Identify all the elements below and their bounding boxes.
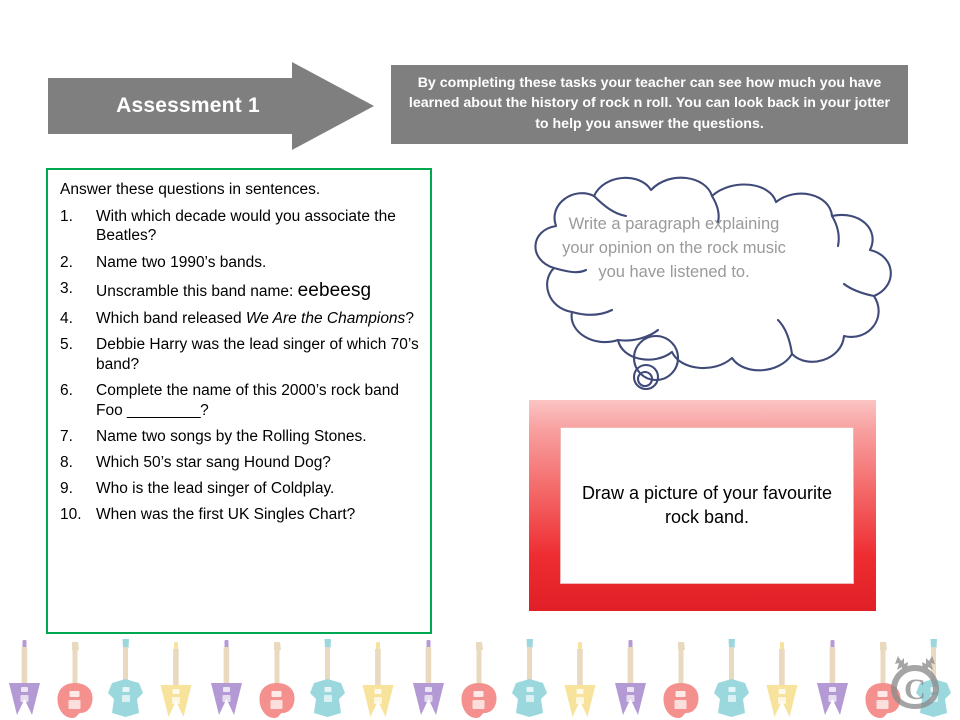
cloud-notch-1 [552, 266, 588, 274]
arrow-shape [48, 62, 374, 150]
question-number: 4. [60, 310, 73, 328]
question-number: 7. [60, 427, 73, 445]
question-item: 6. Complete the name of this 2000’s rock … [60, 381, 422, 420]
question-item: 7. Name two songs by the Rolling Stones. [60, 427, 422, 447]
thought-cloud [508, 172, 932, 392]
guitar-flying-v-icon [9, 640, 40, 715]
guitar-telecaster-icon [259, 642, 295, 718]
question-text: Unscramble this band name: eebeesg [96, 279, 372, 301]
guitar-explorer-icon [108, 639, 143, 717]
guitar-flying-v-icon [362, 642, 394, 717]
cloud-bubble-tiny [636, 370, 654, 388]
guitar-flying-v-icon [766, 642, 798, 717]
cloud-notch-3 [616, 328, 660, 342]
question-text: Debbie Harry was the lead singer of whic… [96, 336, 419, 373]
question-number: 8. [60, 453, 73, 471]
guitar-explorer-icon [512, 639, 547, 717]
question-number: 3. [60, 279, 73, 297]
question-text: Complete the name of this 2000’s rock ba… [96, 382, 399, 419]
guitar-border-strip [0, 636, 960, 720]
question-item: 9. Who is the lead singer of Coldplay. [60, 479, 422, 499]
question-item: 3. Unscramble this band name: eebeesg [60, 279, 422, 303]
question-number: 5. [60, 336, 73, 354]
cloud-notch-4 [592, 194, 628, 218]
draw-picture-canvas[interactable]: Draw a picture of your favourite rock ba… [560, 427, 854, 584]
guitar-flying-v-icon [615, 640, 646, 715]
question-text-suffix: ? [200, 401, 209, 419]
guitar-explorer-icon [310, 639, 345, 717]
question-text: When was the first UK Singles Chart? [96, 506, 355, 523]
cloud-notch-5 [710, 194, 720, 224]
question-text-main: Name two songs by the Rolling Stones. [96, 427, 367, 445]
cloud-bubble-small [632, 363, 660, 391]
cloud-notch-2 [570, 308, 614, 316]
guitar-telecaster-icon [57, 642, 93, 718]
question-text-main: With which decade would you associate th… [96, 207, 396, 245]
question-text-main: When was the first UK Singles Chart? [96, 505, 356, 523]
question-number: 1. [60, 207, 73, 225]
question-text: Name two songs by the Rolling Stones. [96, 428, 367, 445]
question-text-main: Who is the lead singer of Coldplay. [96, 479, 335, 497]
guitar-telecaster-icon [461, 642, 497, 718]
song-title: We Are the Champions [245, 310, 406, 328]
question-number: 6. [60, 381, 73, 399]
guitar-row [9, 639, 951, 718]
question-text-suffix: ? [405, 310, 414, 328]
question-item: 10. When was the first UK Singles Chart? [60, 505, 422, 525]
cloud-notch-7 [842, 282, 876, 298]
question-number: 9. [60, 479, 73, 497]
question-number: 10. [60, 505, 82, 523]
cloud-bubble-large [632, 334, 680, 382]
guitar-telecaster-icon [663, 642, 699, 718]
question-item: 2. Name two 1990’s bands. [60, 253, 422, 273]
copyright-moose-logo: C [884, 652, 946, 712]
instruction-box: By completing these tasks your teacher c… [391, 65, 908, 144]
draw-picture-text: Draw a picture of your favourite rock ba… [581, 482, 833, 527]
guitar-flying-v-icon [160, 642, 192, 717]
question-item: 1. With which decade would you associate … [60, 207, 422, 246]
question-text-main: Complete the name of this 2000’s rock ba… [96, 381, 400, 419]
question-text: Who is the lead singer of Coldplay. [96, 480, 334, 497]
question-item: 4. Which band released We Are the Champio… [60, 309, 422, 329]
cloud-notch-6 [830, 214, 840, 248]
question-text-main: Which band released [96, 310, 246, 328]
question-text: With which decade would you associate th… [96, 208, 396, 245]
guitar-flying-v-icon [211, 640, 242, 715]
question-item: 5. Debbie Harry was the lead singer of wh… [60, 335, 422, 374]
questions-list: 1. With which decade would you associate … [60, 207, 422, 525]
guitar-flying-v-icon [564, 642, 596, 717]
guitar-explorer-icon [714, 639, 749, 717]
question-text: Which band released We Are the Champions… [96, 310, 414, 327]
guitar-flying-v-icon [413, 640, 444, 715]
guitar-flying-v-icon [817, 640, 848, 715]
question-text-main: Debbie Harry was the lead singer of whic… [96, 336, 419, 373]
questions-panel: Answer these questions in sentences. 1. W… [46, 168, 432, 634]
questions-intro: Answer these questions in sentences. [60, 181, 321, 198]
instruction-text: By completing these tasks your teacher c… [408, 75, 891, 132]
question-number: 2. [60, 253, 73, 271]
cloud-notch-8 [776, 318, 794, 356]
fill-in-blank: _________ [127, 401, 201, 419]
question-text-main: Name two 1990’s bands. [96, 253, 267, 271]
question-text-main: Which 50’s star sang Hound Dog? [96, 453, 331, 471]
cloud-outline [534, 176, 892, 372]
assessment-arrow-banner [48, 58, 374, 154]
scrambled-band-name: eebeesg [297, 279, 372, 301]
question-text-main: Unscramble this band name: [96, 282, 298, 300]
copyright-letter: C [904, 673, 926, 706]
question-text: Which 50’s star sang Hound Dog? [96, 454, 331, 471]
question-item: 8. Which 50’s star sang Hound Dog? [60, 453, 422, 473]
question-text: Name two 1990’s bands. [96, 254, 266, 271]
draw-picture-box: Draw a picture of your favourite rock ba… [529, 400, 876, 611]
